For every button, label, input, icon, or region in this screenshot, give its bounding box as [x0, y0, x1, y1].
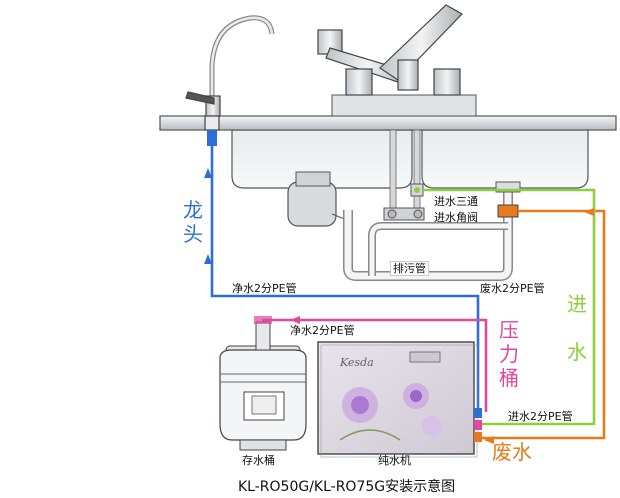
label-drain-pipe: 排污管: [390, 261, 429, 276]
label-pressure-tank: 压力桶: [499, 318, 519, 390]
label-inlet: 进水: [567, 292, 587, 364]
label-waste: 废水: [492, 440, 532, 464]
waste-water-pipe: [470, 209, 606, 440]
purifier-brand: Kesda: [340, 356, 374, 369]
label-pure-water-pipe-2: 净水2分PE管: [290, 324, 355, 337]
label-storage-tank: 存水桶: [242, 454, 275, 467]
drain-clamp: [497, 204, 519, 218]
label-faucet: 龙头: [183, 198, 203, 246]
pure-water-pipe-faucet: [210, 130, 480, 412]
kitchen-sink: [159, 94, 617, 189]
sink-left-basin: [231, 129, 413, 189]
label-inlet-pipe: 进水2分PE管: [508, 410, 573, 423]
pressure-tank: [219, 316, 307, 451]
garbage-disposal: [287, 181, 337, 227]
label-inlet-tee: 进水三通: [434, 195, 478, 208]
faucet-base: [331, 94, 477, 117]
flow-arrows: [204, 168, 594, 444]
label-pure-water-pipe-1: 净水2分PE管: [232, 282, 297, 295]
drain-plumbing: [287, 129, 521, 281]
label-purifier: 纯水机: [378, 454, 411, 467]
flower-decoration: [339, 383, 442, 441]
sink-right-basin: [421, 129, 589, 189]
inlet-water-pipe: [424, 188, 596, 426]
mixer-faucet: [317, 4, 463, 96]
label-inlet-valve: 进水角阀: [434, 211, 478, 224]
label-waste-pipe: 废水2分PE管: [480, 282, 545, 295]
diagram-caption: KL-RO50G/KL-RO75G安装示意图: [238, 479, 456, 495]
countertop: [159, 115, 617, 131]
ro-faucet: [185, 15, 275, 131]
ro-purifier: [317, 341, 482, 458]
pure-water-pipe-tank: [262, 318, 488, 412]
